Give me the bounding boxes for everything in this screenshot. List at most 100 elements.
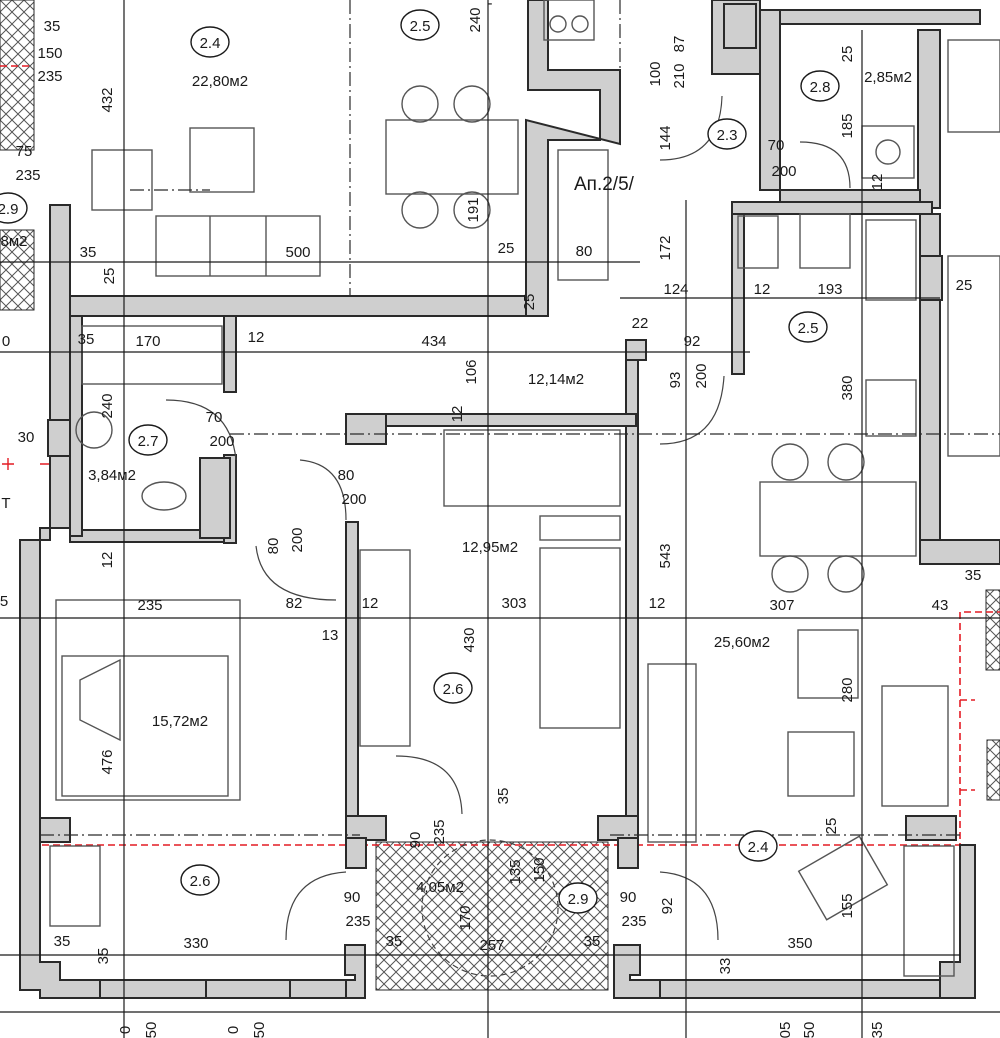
dimension-label: 350 [787, 935, 812, 952]
dimension-label: 434 [421, 333, 446, 350]
dimension-label: 50 [801, 1022, 818, 1038]
dimension-label: 90 [620, 889, 637, 906]
svg-text:2.5: 2.5 [798, 320, 819, 337]
door-swings [165, 95, 851, 977]
tag-28: 2.8 [800, 70, 840, 102]
dimension-label: 92 [659, 898, 676, 915]
dimension-label: 25 [521, 294, 538, 311]
svg-text:2.5: 2.5 [410, 18, 431, 35]
dimension-label: 0 [2, 333, 10, 350]
dimension-label: 235 [137, 597, 162, 614]
dimension-label: 13 [322, 627, 339, 644]
svg-text:2.9: 2.9 [568, 891, 589, 908]
dimension-label: 35 [44, 18, 61, 35]
dimension-label: 35 [584, 933, 601, 950]
svg-text:2.4: 2.4 [200, 35, 221, 52]
dimension-label: 210 [671, 63, 688, 88]
svg-text:2.6: 2.6 [190, 873, 211, 890]
dimension-label: 12 [649, 595, 666, 612]
dimension-label: 124 [663, 281, 688, 298]
tag-26-bottom: 2.6 [180, 864, 220, 896]
svg-text:2.7: 2.7 [138, 433, 159, 450]
dimension-label: 150 [37, 45, 62, 62]
dimension-label: 0 [225, 1026, 242, 1034]
dimension-label: 35 [965, 567, 982, 584]
area-384: 3,84м2 [88, 467, 136, 484]
dimension-label: 50 [251, 1022, 268, 1038]
furniture [49, 0, 1000, 977]
dimension-label: 500 [285, 244, 310, 261]
dimension-label: 303 [501, 595, 526, 612]
dimension-label: 240 [99, 393, 116, 418]
dimension-label: 80 [338, 467, 355, 484]
svg-text:2.4: 2.4 [748, 839, 769, 856]
tag-25-right: 2.5 [788, 311, 828, 343]
dimension-label: 12 [449, 406, 466, 423]
dimension-label: 12 [362, 595, 379, 612]
dimension-label: 35 [495, 788, 512, 805]
dimension-label: 235 [621, 913, 646, 930]
dimension-label: 30 [18, 429, 35, 446]
dimension-label: 106 [463, 359, 480, 384]
tag-23: 2.3 [707, 118, 747, 150]
dimension-label: 135 [507, 859, 524, 884]
dimension-label: 307 [769, 597, 794, 614]
tag-27: 2.7 [128, 424, 168, 456]
area-405: 4,05м2 [416, 879, 464, 896]
dimension-label: 80 [576, 243, 593, 260]
area-1572: 15,72м2 [152, 713, 208, 730]
area-285: 2,85м2 [864, 69, 912, 86]
dimension-label: 43 [932, 597, 949, 614]
dimension-label: 50 [143, 1022, 160, 1038]
tag-24-bottom: 2.4 [738, 830, 778, 862]
dimension-label: 75 [16, 143, 33, 160]
dimension-label: 191 [465, 197, 482, 222]
dimension-label: 35 [386, 933, 403, 950]
dimension-label: 25 [101, 268, 118, 285]
dimension-label: 330 [183, 935, 208, 952]
dimension-label: 257 [479, 937, 504, 954]
dimension-label: 90 [407, 832, 424, 849]
dimension-label: 430 [461, 627, 478, 652]
dimension-label: 240 [467, 7, 484, 32]
dimension-label: 12 [869, 174, 886, 191]
dimension-label: 92 [684, 333, 701, 350]
dimension-label: 543 [657, 543, 674, 568]
tag-25-top: 2.5 [400, 9, 440, 41]
apartment-label: Ап.2/5/ [574, 174, 635, 195]
area-2280: 22,80м2 [192, 73, 248, 90]
dimension-label: 80 [265, 538, 282, 555]
area-1214: 12,14м2 [528, 371, 584, 388]
dimension-label: 200 [209, 433, 234, 450]
tag-26-mid: 2.6 [433, 672, 473, 704]
dimension-label: 93 [667, 372, 684, 389]
dimension-label: 172 [657, 235, 674, 260]
dimension-label: 82 [286, 595, 303, 612]
dimension-label: 144 [657, 125, 674, 150]
dimension-label: 235 [15, 167, 40, 184]
dimension-label: 70 [206, 409, 223, 426]
dimension-label: 33 [717, 958, 734, 975]
dimension-label: 12 [99, 552, 116, 569]
svg-text:2.8: 2.8 [810, 79, 831, 96]
room-tags: 2.42.52.32.82.52.72.62.62.92.42.9 [0, 9, 840, 914]
dimension-label: 185 [839, 113, 856, 138]
dimension-label: 90 [344, 889, 361, 906]
svg-text:2.3: 2.3 [717, 127, 738, 144]
dimension-label: 25 [498, 240, 515, 257]
area-8m2: 8м2 [1, 233, 28, 250]
walls [19, 0, 1000, 999]
dimension-label: 35 [80, 244, 97, 261]
dimension-label: 200 [693, 363, 710, 388]
dimension-label: 12 [248, 329, 265, 346]
area-2560: 25,60м2 [714, 634, 770, 651]
dimension-label: 432 [99, 87, 116, 112]
dimension-label: 200 [341, 491, 366, 508]
dimension-label: 170 [457, 905, 474, 930]
dimension-label: 0 [117, 1026, 134, 1034]
dimension-label: 25 [839, 46, 856, 63]
dimension-label: 380 [839, 375, 856, 400]
